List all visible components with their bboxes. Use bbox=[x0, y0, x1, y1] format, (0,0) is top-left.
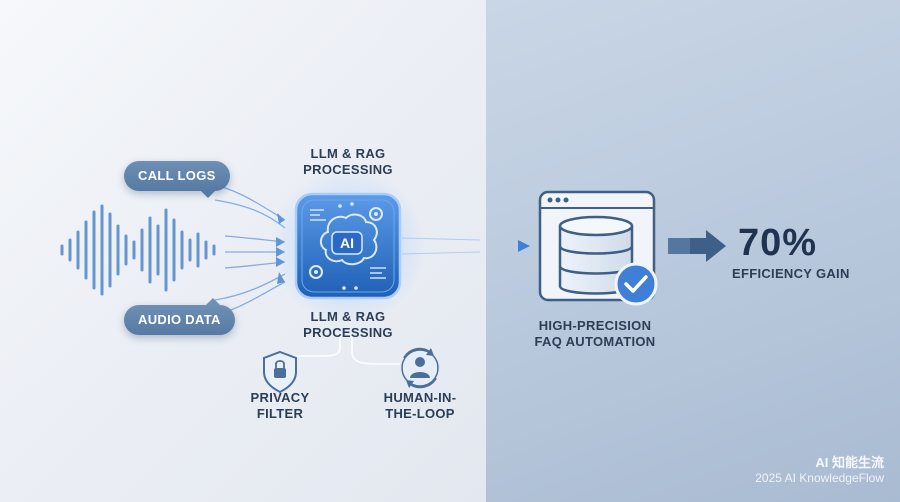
safeguard-connectors bbox=[290, 336, 400, 365]
chip-label: AI bbox=[340, 235, 354, 251]
audio-data-pill: AUDIO DATA bbox=[124, 298, 235, 335]
call-logs-label: CALL LOGS bbox=[138, 168, 216, 183]
brand-name: AI 知能生流 bbox=[815, 455, 884, 470]
call-logs-pill: CALL LOGS bbox=[124, 161, 230, 198]
ai-chip-icon bbox=[294, 192, 402, 300]
check-badge-icon bbox=[614, 262, 658, 306]
efficiency-value: 70% bbox=[738, 222, 818, 264]
shield-lock-icon bbox=[263, 350, 297, 394]
processing-title-top: LLM & RAG PROCESSING bbox=[303, 146, 393, 177]
output-flow-arrow bbox=[401, 237, 530, 255]
faq-automation-label: HIGH-PRECISION FAQ AUTOMATION bbox=[534, 318, 656, 349]
human-loop-icon bbox=[401, 347, 439, 389]
audio-data-label: AUDIO DATA bbox=[138, 312, 221, 327]
human-in-the-loop-label: HUMAN-IN- THE-LOOP bbox=[383, 390, 457, 421]
copyright-text: 2025 AI KnowledgeFlow bbox=[755, 471, 884, 485]
privacy-filter-label: PRIVACY FILTER bbox=[250, 390, 310, 421]
audio-waveform-icon bbox=[60, 204, 216, 296]
efficiency-label: EFFICIENCY GAIN bbox=[732, 266, 850, 281]
processing-title-bottom: LLM & RAG PROCESSING bbox=[303, 309, 393, 340]
result-arrow-icon bbox=[668, 230, 726, 262]
